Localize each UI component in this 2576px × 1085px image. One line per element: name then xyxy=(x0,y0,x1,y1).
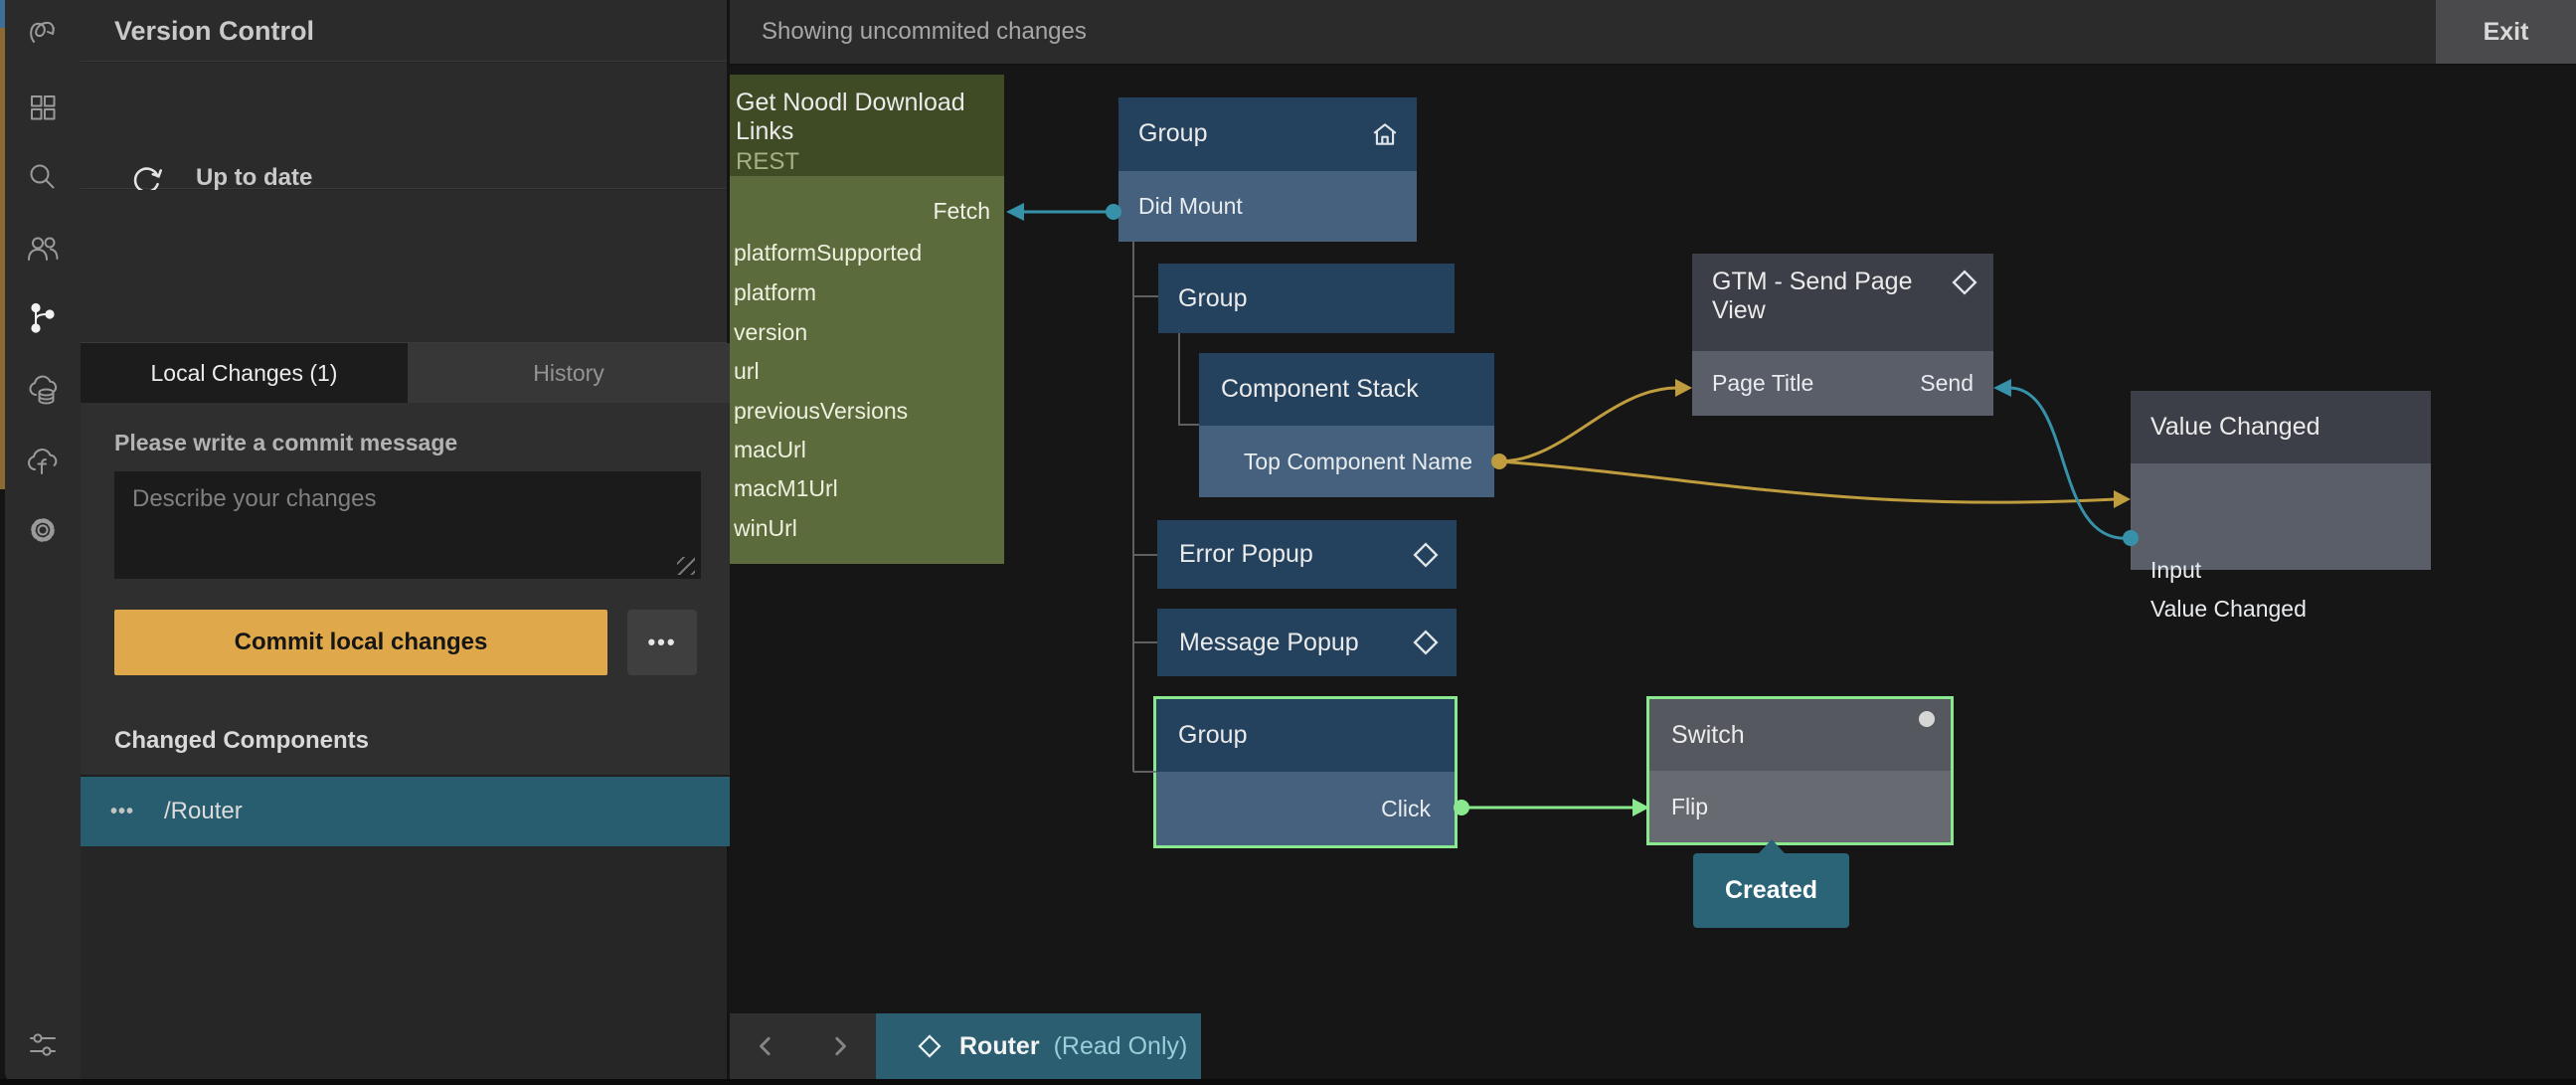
router-readonly-label: (Read Only) xyxy=(1053,1031,1188,1060)
port-macurl[interactable]: macUrl xyxy=(734,437,806,462)
node-title: Group xyxy=(1138,119,1208,147)
edge-strip-dark xyxy=(0,489,5,1085)
node-group-mid[interactable]: Group xyxy=(1158,264,1455,333)
port-flip[interactable]: Flip xyxy=(1671,793,1709,819)
panel-title: Version Control xyxy=(114,16,315,46)
node-title: GTM - Send Page View xyxy=(1712,268,1913,324)
sync-status-section[interactable]: Up to date Last updated 14:04 xyxy=(81,63,727,220)
search-icon[interactable] xyxy=(25,159,61,195)
edge-strip-gold xyxy=(0,28,5,489)
component-diamond-icon xyxy=(918,1034,942,1058)
port-value-changed[interactable]: Value Changed xyxy=(2150,596,2307,622)
nav-forward-icon[interactable] xyxy=(821,1028,857,1064)
node-title: Component Stack xyxy=(1221,375,1419,403)
node-group-selected[interactable]: Group Click xyxy=(1153,696,1458,848)
active-branch-section[interactable]: Active branch main xyxy=(81,190,727,481)
port-version[interactable]: version xyxy=(734,319,808,345)
node-title: Group xyxy=(1178,721,1248,749)
sync-status-title: Up to date xyxy=(196,164,313,191)
tab-history[interactable]: History xyxy=(408,343,730,403)
tab-history-label: History xyxy=(533,359,604,386)
version-control-panel: Version Control Up to date Last updated … xyxy=(81,0,730,1085)
commit-section xyxy=(81,403,730,777)
port-fetch[interactable]: Fetch xyxy=(933,198,990,224)
port-page-title[interactable]: Page Title xyxy=(1712,370,1814,396)
component-diamond-icon xyxy=(1413,630,1439,660)
badge-pointer xyxy=(1759,839,1785,853)
node-subtitle: REST xyxy=(736,148,800,175)
port-click[interactable]: Click xyxy=(1381,795,1431,821)
cloud-data-icon[interactable] xyxy=(25,372,61,408)
wire-valuechanged-to-send xyxy=(1993,379,2139,546)
component-diamond-icon xyxy=(1952,270,1977,300)
port-platformsupported[interactable]: platformSupported xyxy=(734,240,923,266)
node-component-stack[interactable]: Component Stack Top Component Name xyxy=(1199,353,1494,497)
component-diamond-icon xyxy=(1413,542,1439,573)
wire-topcomponentname-to-input xyxy=(1491,453,2131,508)
exit-button[interactable]: Exit xyxy=(2436,0,2576,64)
panel-header: Version Control xyxy=(81,0,727,62)
uncommitted-changes-status: Showing uncommited changes xyxy=(762,18,1087,45)
router-component-tab[interactable]: Router (Read Only) xyxy=(876,1013,1201,1079)
tab-local-changes[interactable]: Local Changes (1) xyxy=(81,343,408,403)
node-graph-canvas[interactable]: Get Noodl Download Links REST Fetch plat… xyxy=(730,0,2576,1085)
settings-gear-icon[interactable] xyxy=(25,512,61,548)
commit-local-changes-button[interactable]: Commit local changes xyxy=(114,610,607,675)
cloud-functions-icon[interactable] xyxy=(25,445,61,480)
created-signal-label: Created xyxy=(1724,876,1818,904)
canvas-nav-bar xyxy=(730,1013,876,1079)
components-grid-icon[interactable] xyxy=(25,90,61,125)
home-icon xyxy=(1371,121,1399,152)
node-title: Message Popup xyxy=(1179,628,1359,656)
port-winurl[interactable]: winUrl xyxy=(734,515,797,541)
node-group-root[interactable]: Group Did Mount xyxy=(1118,97,1417,242)
tree-line xyxy=(1178,333,1199,426)
filter-sliders-icon[interactable] xyxy=(25,1026,61,1062)
node-title: Switch xyxy=(1671,720,1745,749)
row-ellipsis-icon[interactable]: ••• xyxy=(110,800,135,822)
collaborators-icon[interactable] xyxy=(25,231,61,267)
status-dot xyxy=(1919,711,1935,727)
changed-components-heading: Changed Components xyxy=(114,727,369,754)
commit-message-prompt: Please write a commit message xyxy=(114,430,458,455)
port-input[interactable]: Input xyxy=(2150,557,2202,583)
node-title: Get Noodl Download Links xyxy=(736,89,965,145)
node-error-popup[interactable]: Error Popup xyxy=(1157,520,1457,589)
changed-component-row-router[interactable]: ••• /Router xyxy=(81,777,730,846)
port-top-component-name[interactable]: Top Component Name xyxy=(1243,448,1472,474)
commit-more-options-button[interactable]: ••• xyxy=(627,610,697,675)
wire-topcomponentname-to-pagetitle xyxy=(1498,379,1692,463)
node-value-changed[interactable]: Value Changed Input Value Changed xyxy=(2131,391,2431,622)
nav-back-icon[interactable] xyxy=(749,1028,784,1064)
port-send[interactable]: Send xyxy=(1920,370,1974,396)
wire-click-to-flip xyxy=(1454,799,1649,816)
node-gtm-send-page-view[interactable]: GTM - Send Page View Page Title Send xyxy=(1692,254,1993,416)
port-previousversions[interactable]: previousVersions xyxy=(734,398,909,424)
created-signal-badge: Created xyxy=(1693,839,1849,928)
node-title: Value Changed xyxy=(2150,413,2320,441)
node-title: Error Popup xyxy=(1179,540,1313,568)
port-did-mount[interactable]: Did Mount xyxy=(1138,193,1243,219)
port-platform[interactable]: platform xyxy=(734,279,817,305)
port-macm1url[interactable]: macM1Url xyxy=(734,475,838,501)
window-edge-strip xyxy=(0,0,5,1085)
edge-strip-blue xyxy=(0,0,5,28)
wire-didmount-to-fetch xyxy=(1006,203,1121,221)
node-switch[interactable]: Switch Flip xyxy=(1646,696,1954,845)
tab-local-changes-label: Local Changes (1) xyxy=(150,359,338,386)
node-message-popup[interactable]: Message Popup xyxy=(1157,609,1457,676)
port-url[interactable]: url xyxy=(734,358,760,384)
window-bottom-edge xyxy=(0,1079,2576,1085)
commit-message-input[interactable] xyxy=(114,471,701,579)
noodl-logo-icon[interactable] xyxy=(25,15,61,51)
router-tab-label: Router xyxy=(959,1031,1040,1060)
version-control-icon[interactable] xyxy=(25,300,61,336)
node-title: Group xyxy=(1178,283,1248,312)
node-rest-get-noodl-download-links[interactable]: Get Noodl Download Links REST Fetch plat… xyxy=(730,75,1004,564)
icon-sidebar xyxy=(5,0,81,1085)
changed-component-label: /Router xyxy=(164,798,243,824)
canvas-topbar: Showing uncommited changes Exit xyxy=(730,0,2576,66)
divider xyxy=(81,775,730,777)
